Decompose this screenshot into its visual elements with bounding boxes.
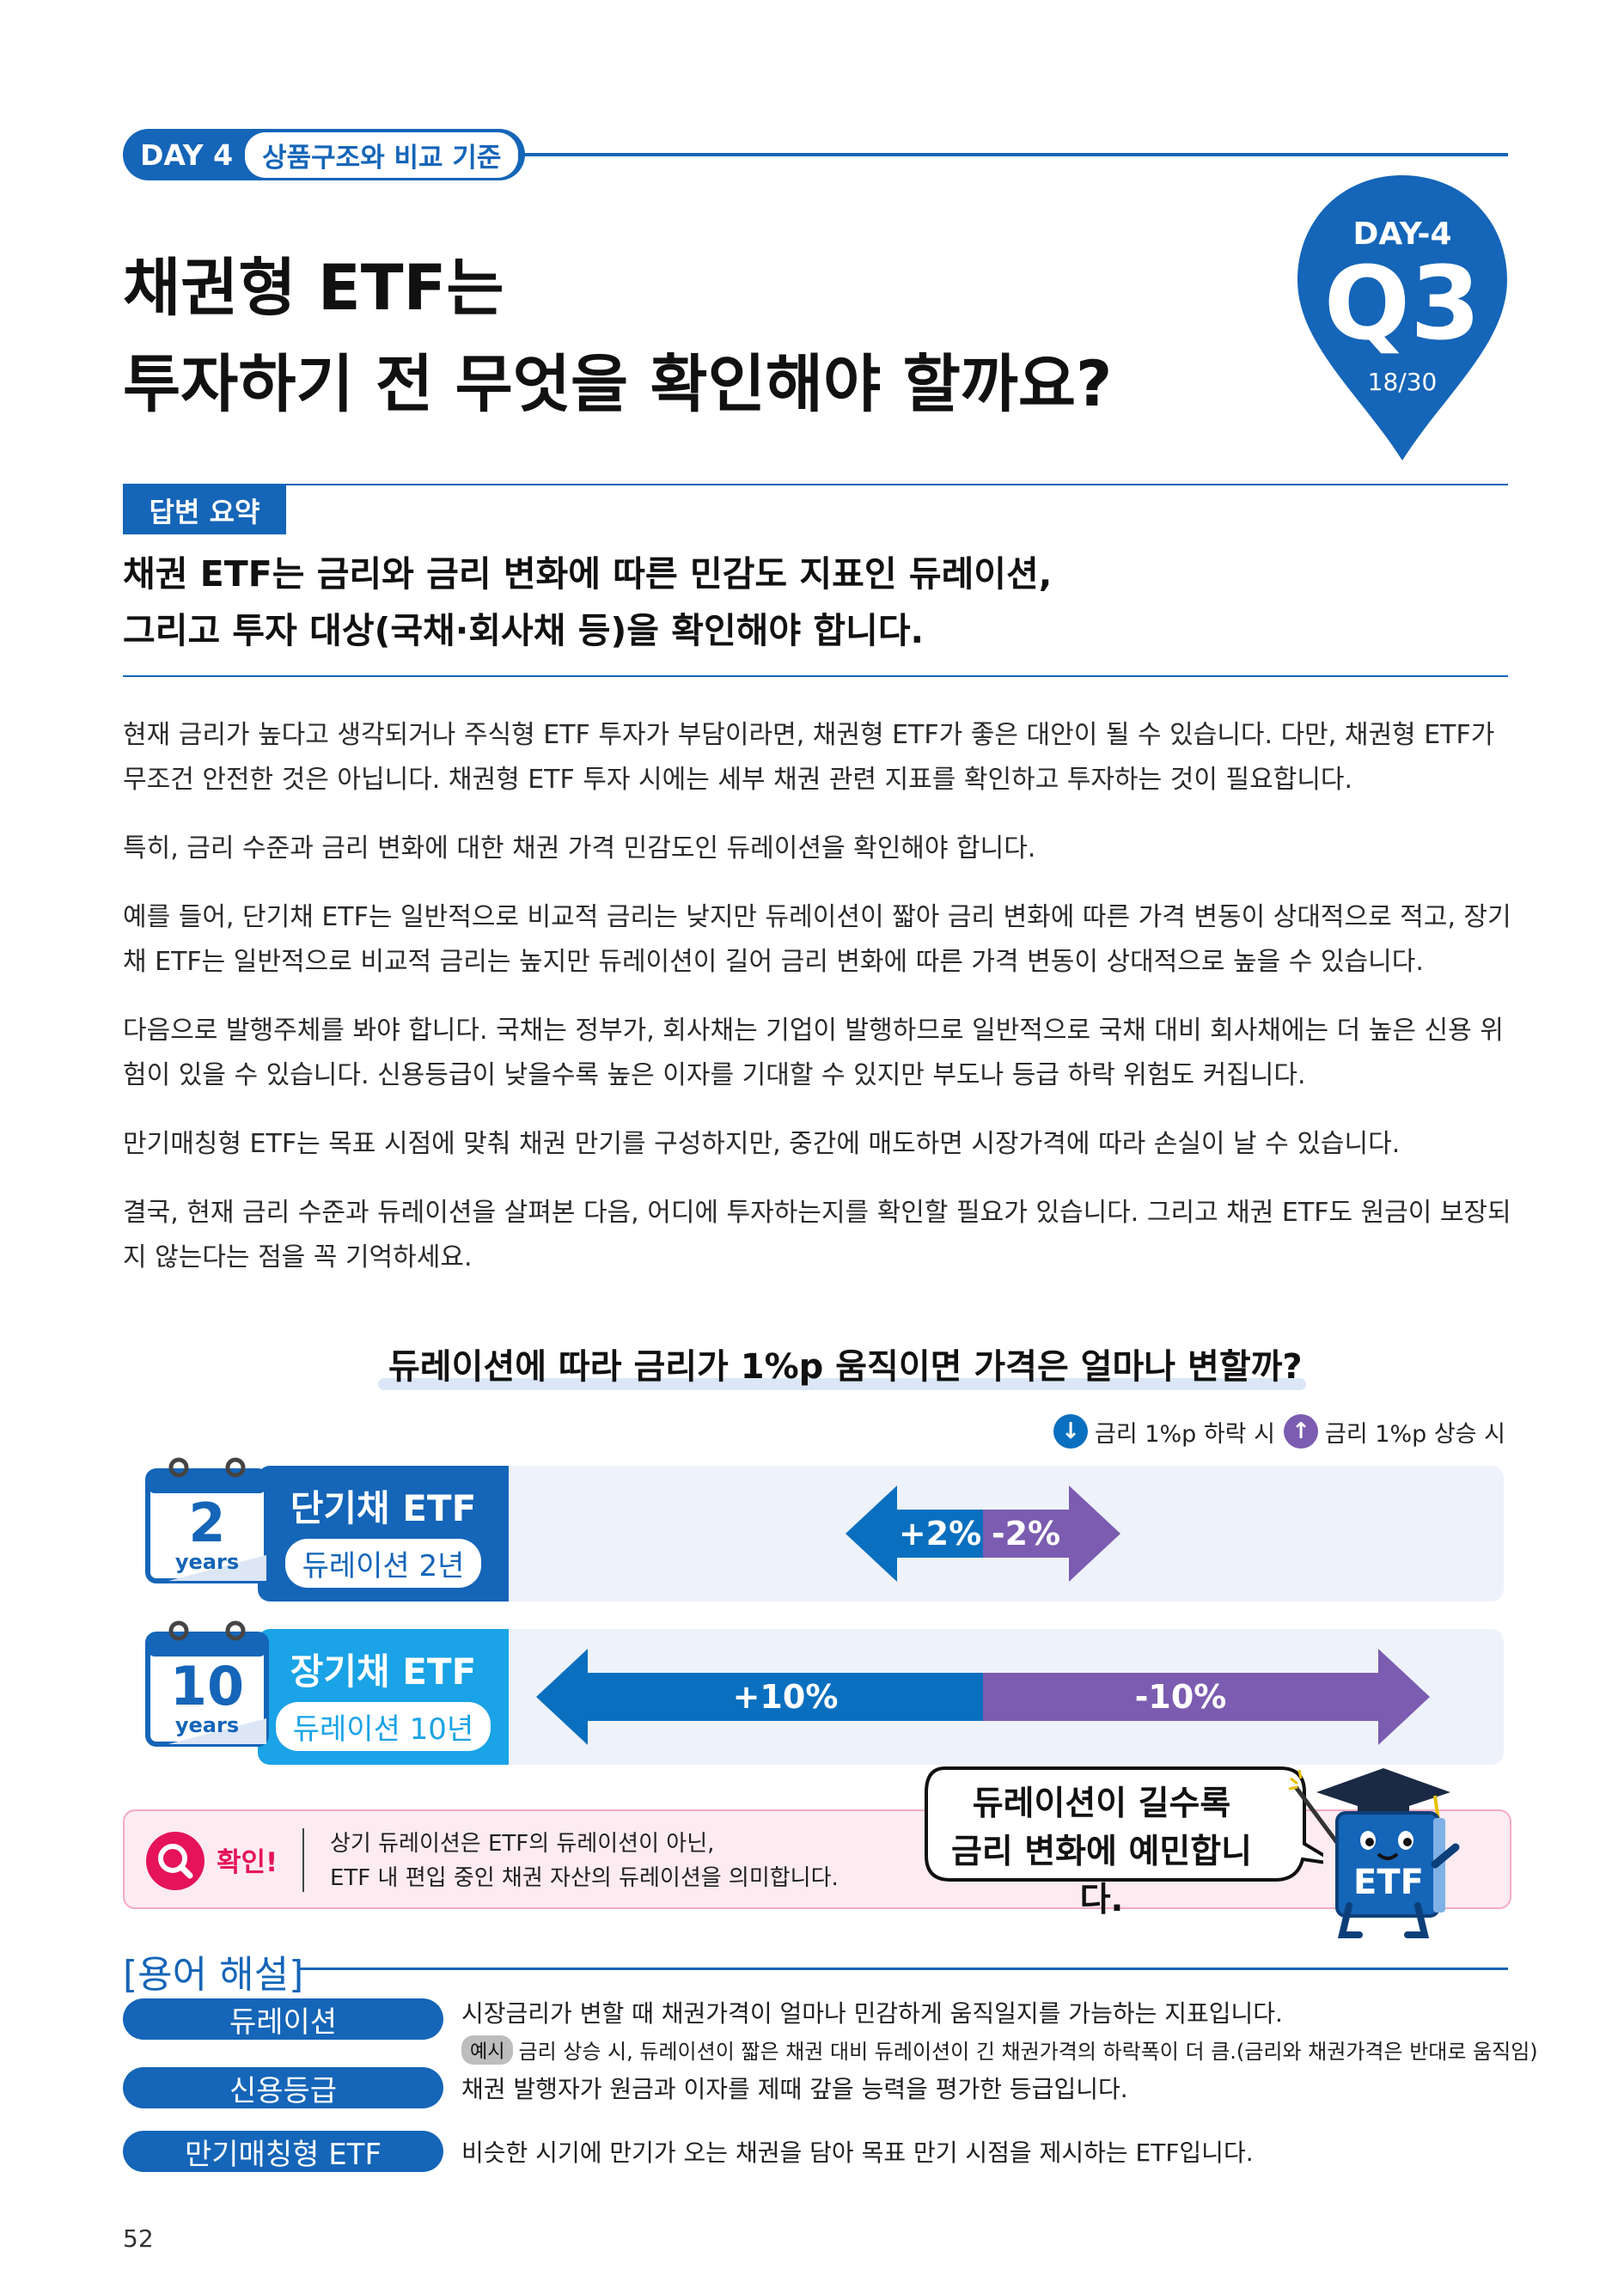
glossary-definition: 채권 발행자가 원금과 이자를 제때 갚을 능력을 평가한 등급입니다. (461, 2075, 1128, 2103)
bubble-line-1: 듀레이션이 길수록 (972, 1785, 1231, 1823)
page-title: 채권형 ETF는 투자하기 전 무엇을 확인해야 할까요? (123, 241, 1112, 433)
chart-title: 듀레이션에 따라 금리가 1%p 움직이면 가격은 얼마나 변할까? (388, 1347, 1303, 1387)
paragraph: 만기매칭형 ETF는 목표 시점에 맞춰 채권 만기를 구성하지만, 중간에 매… (123, 1129, 1401, 1159)
note-divider (302, 1828, 304, 1892)
note-line-2: ETF 내 편입 중인 채권 자산의 듀레이션을 의미합니다. (330, 1865, 839, 1891)
glossary-title: [용어 해설] (123, 1953, 304, 1997)
note-heading: 확인! (217, 1847, 278, 1878)
legend-up-label: 금리 1%p 상승 시 (1325, 1420, 1505, 1448)
example-tag: 예시 (461, 2035, 514, 2065)
day-topic: 상품구조와 비교 기준 (245, 131, 519, 178)
calendar-icon: 2 years (143, 1452, 272, 1586)
paragraph: 결국, 현재 금리 수준과 듀레이션을 살펴본 다음, 어디에 투자하는지를 확… (123, 1198, 1511, 1272)
magnifier-icon (146, 1832, 205, 1890)
glossary-term: 만기매칭형 ETF (123, 2131, 443, 2172)
example-text: 금리 상승 시, 듀레이션이 짧은 채권 대비 듀레이션이 긴 채권가격의 하락… (518, 2040, 1538, 2064)
summary-rule-bottom (123, 675, 1508, 677)
question-badge: DAY-4 Q3 18/30 (1292, 172, 1512, 464)
paragraph: 특히, 금리 수준과 금리 변화에 대한 채권 가격 민감도인 듀레이션을 확인… (123, 833, 1036, 863)
paragraph: 다음으로 발행주체를 봐야 합니다. 국채는 정부가, 회사채는 기업이 발행하… (123, 1016, 1504, 1090)
calendar-number: 2 (188, 1492, 226, 1554)
summary-tag: 답변 요약 (123, 485, 286, 534)
page-number: 52 (123, 2224, 154, 2253)
map-pin-icon (1297, 175, 1507, 461)
data-label-up: -2% (992, 1515, 1060, 1553)
bubble-line-2: 금리 변화에 예민합니다. (950, 1833, 1253, 1919)
paragraph: 현재 금리가 높다고 생각되거나 주식형 ETF 투자가 부담이라면, 채권형 … (123, 720, 1495, 795)
speech-bubble-text: 듀레이션이 길수록 금리 변화에 예민합니다. (930, 1780, 1273, 1925)
row-name: 단기채 ETF (290, 1487, 477, 1529)
chart-title-highlight (378, 1378, 1306, 1390)
glossary-example: 예시 금리 상승 시, 듀레이션이 짧은 채권 대비 듀레이션이 긴 채권가격의… (461, 2035, 1538, 2065)
summary-line-2: 그리고 투자 대상(국채·회사채 등)을 확인해야 합니다. (123, 610, 925, 651)
summary-line-1: 채권 ETF는 금리와 금리 변화에 따른 민감도 지표인 듀레이션, (123, 553, 1053, 595)
note-line-1: 상기 듀레이션은 ETF의 듀레이션이 아닌, (330, 1831, 715, 1857)
data-label-up: -10% (1135, 1678, 1227, 1716)
badge-question: Q3 (1323, 244, 1481, 363)
etf-mascot: ETF (1288, 1761, 1478, 1942)
legend-down-label: 금리 1%p 하락 시 (1095, 1420, 1275, 1448)
legend-down: ↓ 금리 1%p 하락 시 (1053, 1414, 1275, 1449)
title-line-2: 투자하기 전 무엇을 확인해야 할까요? (123, 348, 1113, 421)
note-text: 상기 듀레이션은 ETF의 듀레이션이 아닌, ETF 내 편입 중인 채권 자… (330, 1827, 839, 1895)
speech-bubble (925, 1766, 1323, 1882)
calendar-unit: years (174, 1550, 240, 1574)
mascot-label: ETF (1353, 1863, 1424, 1902)
data-label-down: +10% (733, 1678, 839, 1716)
data-label-down: +2% (899, 1515, 981, 1553)
row-duration: 듀레이션 2년 (284, 1539, 482, 1588)
arrow-down-icon: ↓ (1053, 1414, 1088, 1449)
title-line-1: 채권형 ETF는 (123, 252, 504, 325)
badge-day: DAY-4 (1352, 217, 1452, 252)
calendar-unit: years (174, 1713, 240, 1737)
chart-row-short-label: 단기채 ETF 듀레이션 2년 (258, 1466, 509, 1602)
row-duration: 듀레이션 10년 (275, 1702, 491, 1751)
glossary-definition: 시장금리가 변할 때 채권가격이 얼마나 민감하게 움직일지를 가늠하는 지표입… (461, 1999, 1283, 2028)
body-text: 현재 금리가 높다고 생각되거나 주식형 ETF 투자가 부담이라면, 채권형 … (123, 713, 1515, 1304)
glossary-term: 듀레이션 (123, 1998, 443, 2040)
calendar-icon: 10 years (143, 1615, 272, 1749)
summary-rule-top (123, 484, 1508, 485)
day-number: DAY 4 (140, 137, 234, 172)
chart-row-long-label: 장기채 ETF 듀레이션 10년 (258, 1629, 509, 1765)
summary-text: 채권 ETF는 금리와 금리 변화에 따른 민감도 지표인 듀레이션, 그리고 … (123, 546, 1052, 659)
day-label: DAY 4 상품구조와 비교 기준 (123, 129, 526, 180)
paragraph: 예를 들어, 단기채 ETF는 일반적으로 비교적 금리는 낮지만 듀레이션이 … (123, 902, 1511, 977)
bar-rate-down (846, 1486, 983, 1582)
glossary-definition: 비슷한 시기에 만기가 오는 채권을 담아 목표 만기 시점을 제시하는 ETF… (461, 2138, 1254, 2167)
glossary-term: 신용등급 (123, 2067, 443, 2108)
graduation-book-icon (1288, 1768, 1460, 1938)
row-name: 장기채 ETF (290, 1650, 477, 1693)
calendar-number: 10 (169, 1655, 245, 1717)
legend-up: ↑ 금리 1%p 상승 시 (1284, 1414, 1505, 1449)
header-rule (123, 153, 1508, 156)
bar-rate-up (983, 1649, 1430, 1745)
bar-rate-up (983, 1486, 1120, 1582)
badge-progress: 18/30 (1367, 368, 1438, 396)
glossary-rule (299, 1968, 1508, 1970)
bar-rate-down (536, 1649, 983, 1745)
arrow-up-icon: ↑ (1284, 1414, 1318, 1449)
